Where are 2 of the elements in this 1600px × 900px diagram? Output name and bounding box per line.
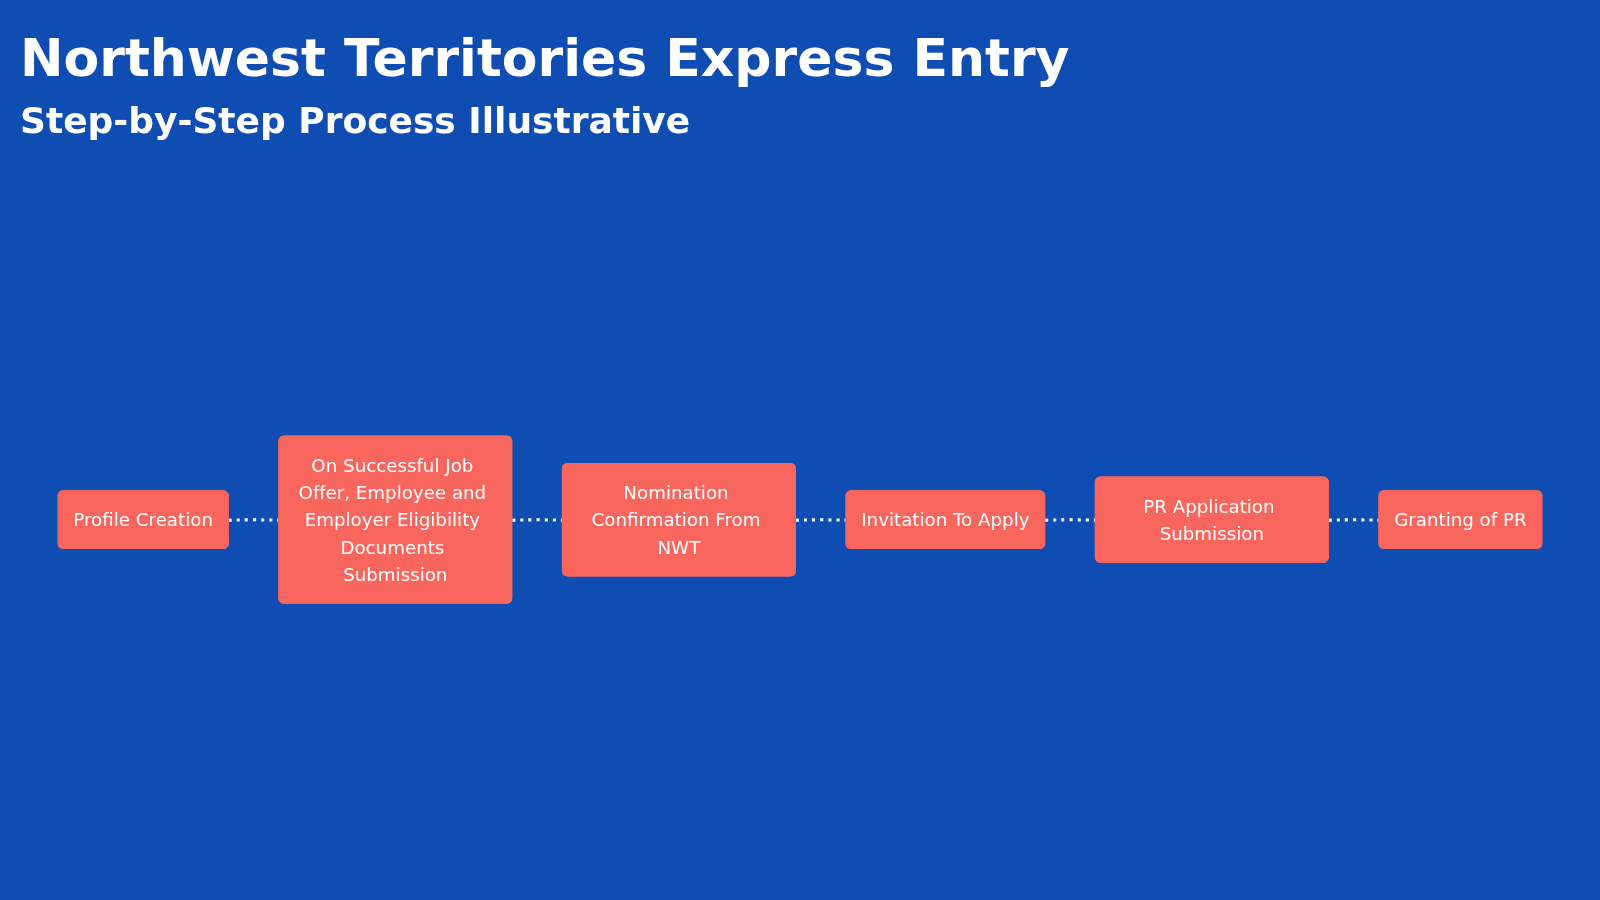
title: Northwest Territories Express Entry <box>20 28 1070 88</box>
subtitle: Step-by-Step Process Illustrative <box>20 100 691 141</box>
